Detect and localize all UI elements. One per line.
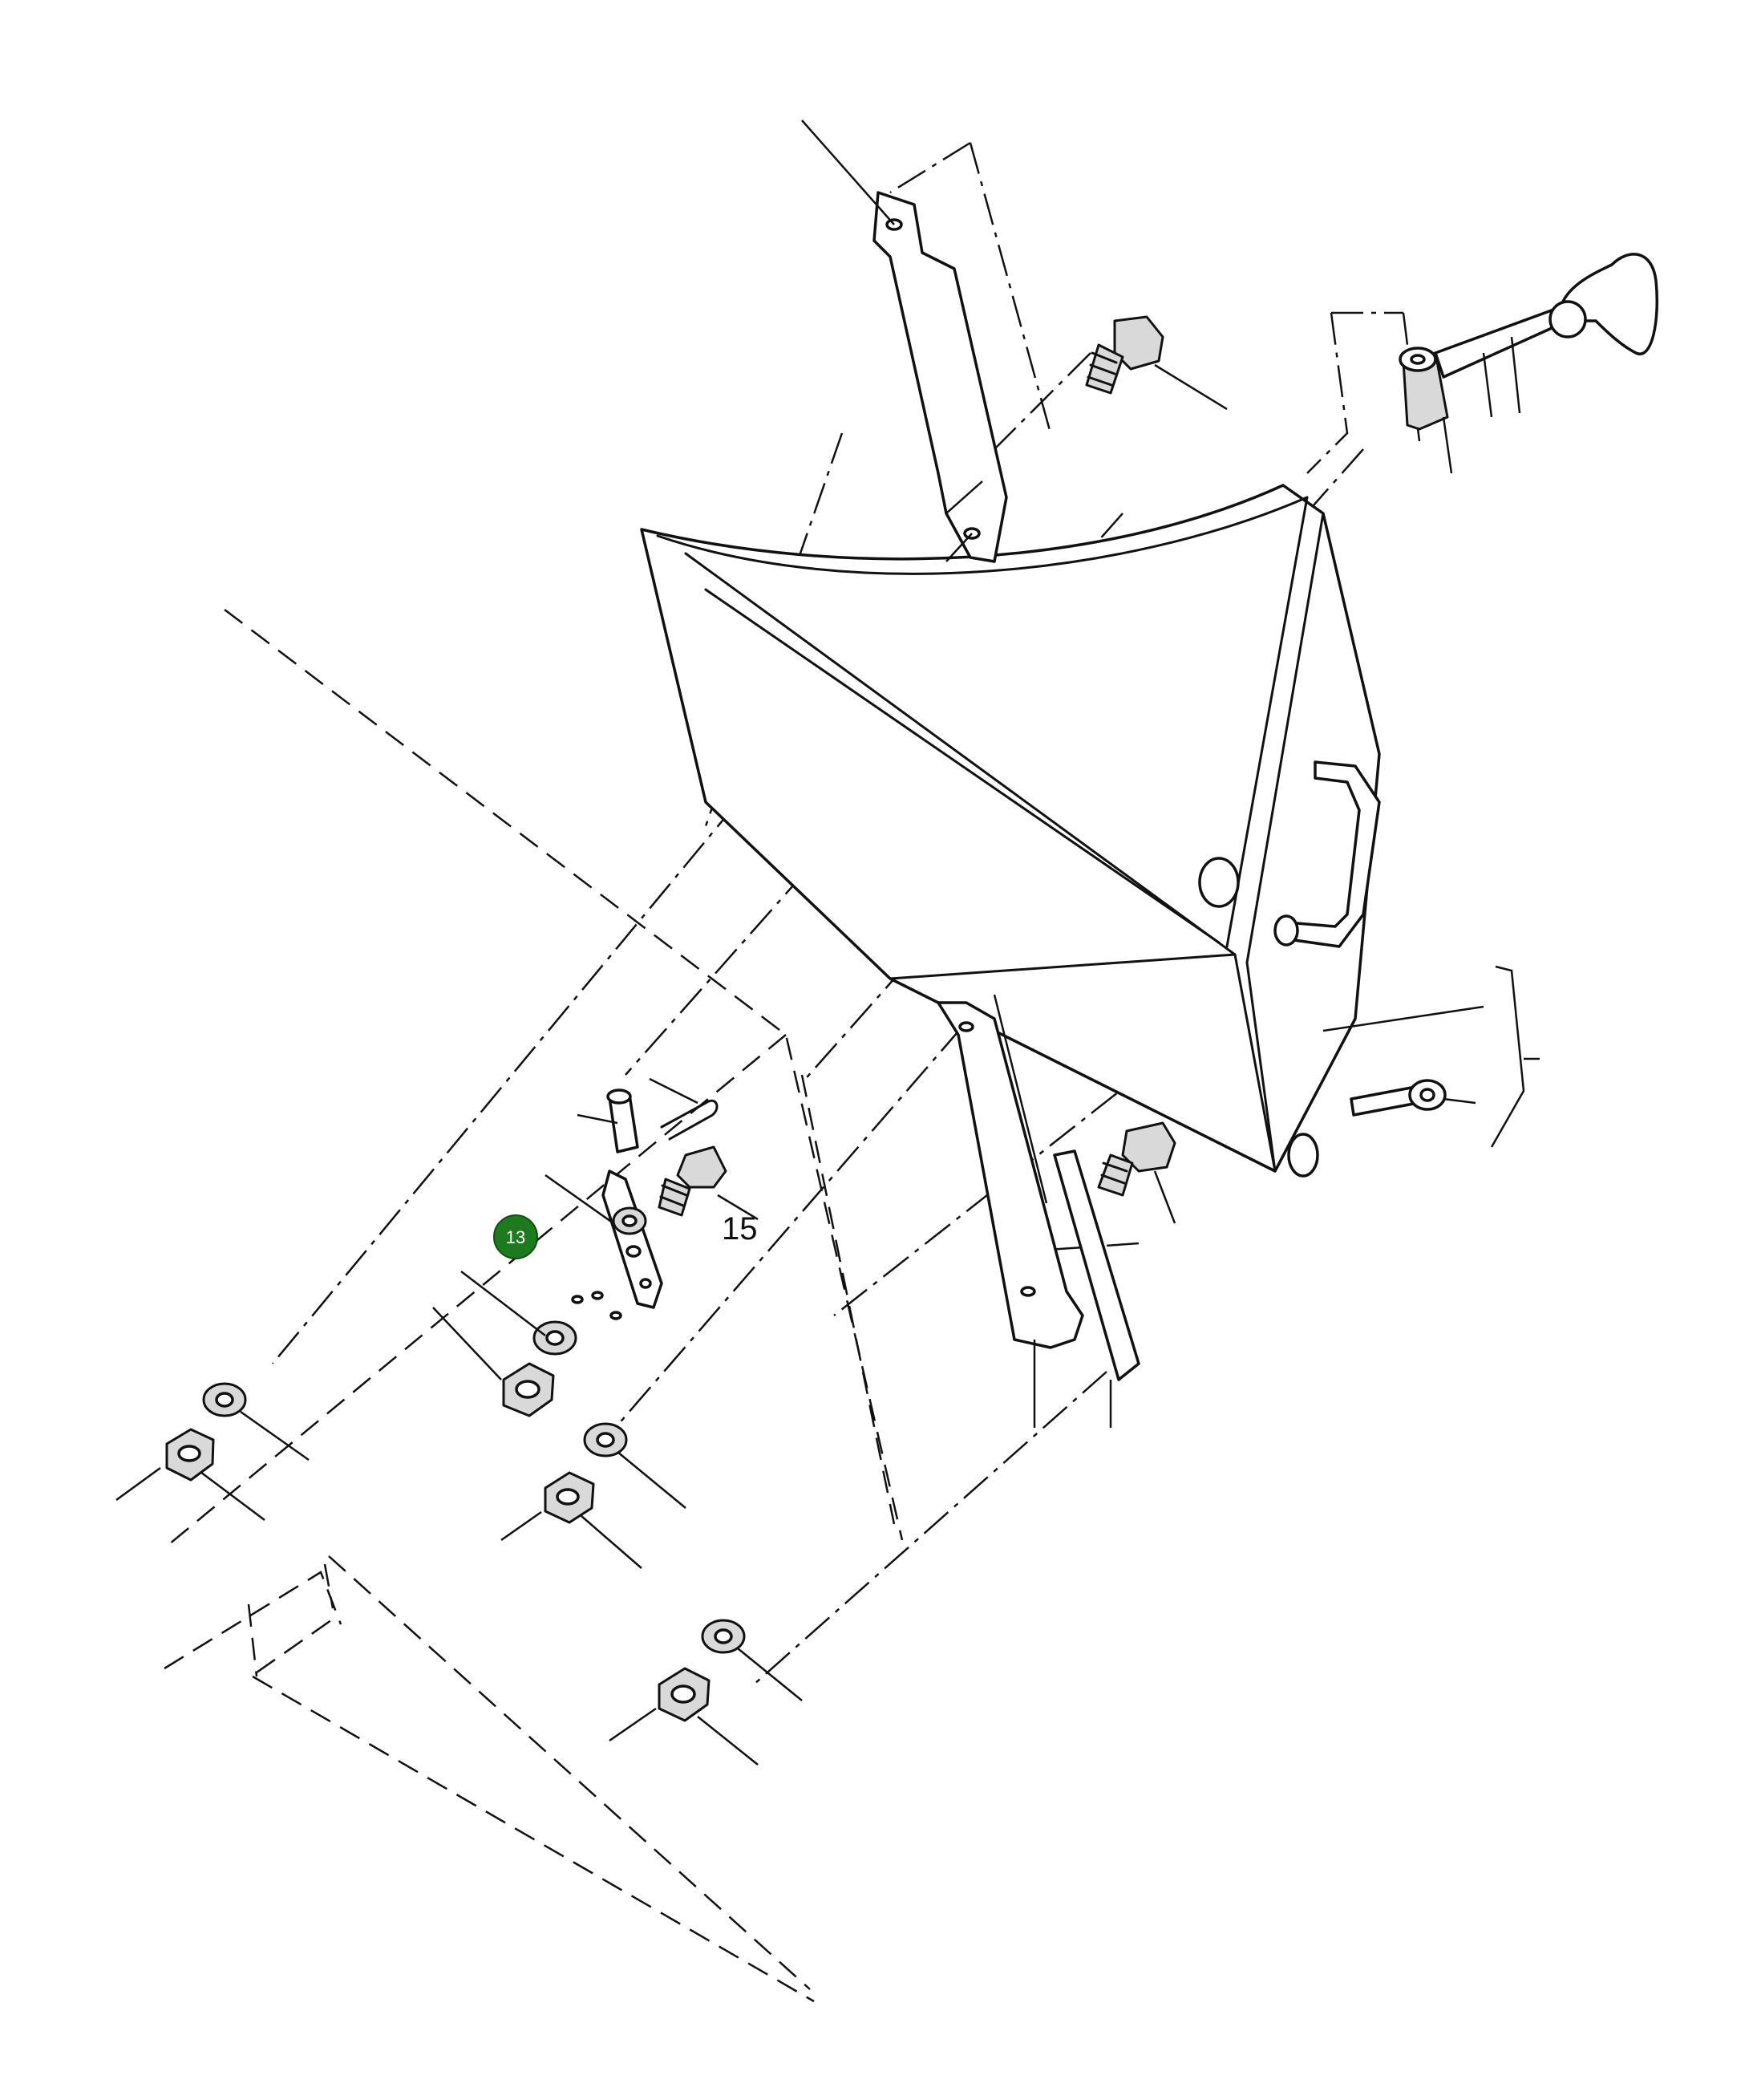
phantom-frame bbox=[164, 609, 904, 2003]
bolt-lower bbox=[1097, 1121, 1176, 1224]
hotspot-marker[interactable] bbox=[493, 1214, 538, 1259]
hinge-bracket-group bbox=[545, 1077, 759, 1320]
hotspot-13[interactable]: 13 bbox=[493, 1214, 538, 1259]
hotspot-label[interactable]: 13 bbox=[506, 1227, 525, 1247]
latch-knob bbox=[1399, 253, 1659, 474]
bolt-upper bbox=[1085, 315, 1228, 411]
upper-strap bbox=[801, 120, 1008, 563]
callout-15: 15 bbox=[722, 1211, 758, 1247]
part-number-label: 15 bbox=[722, 1211, 758, 1247]
right-pin-group bbox=[1322, 965, 1540, 1148]
lower-strap bbox=[937, 994, 1140, 1428]
left-fasteners bbox=[115, 1271, 803, 1766]
main-housing-panel bbox=[640, 484, 1381, 1178]
